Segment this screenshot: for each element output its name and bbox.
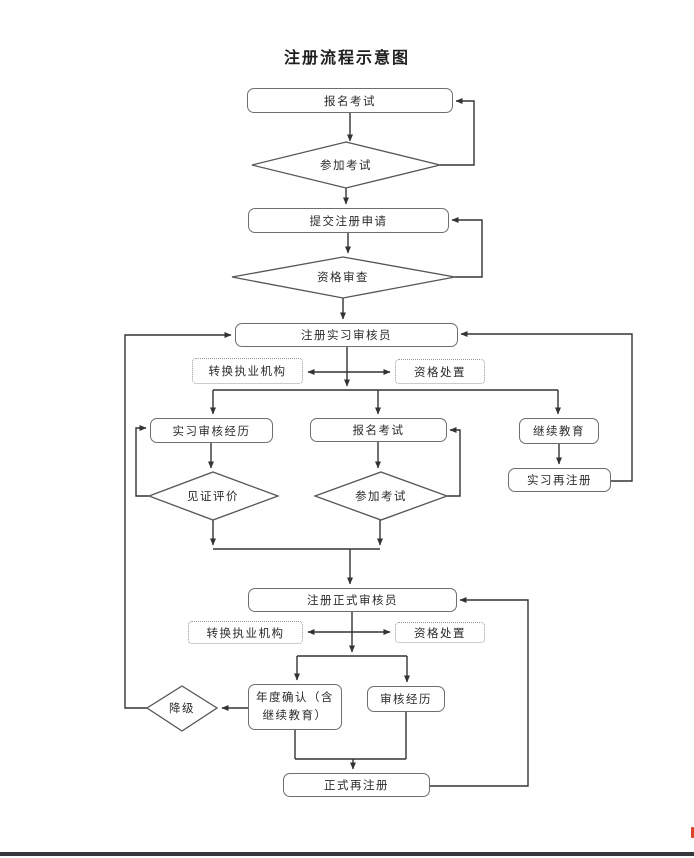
diamond-qualification-review — [231, 256, 456, 299]
connector-lines — [124, 98, 633, 787]
node-label: 报名考试 — [352, 425, 405, 437]
node-label: 转换执业机构 — [208, 366, 287, 378]
node-label: 继续教育 — [533, 426, 585, 438]
node-label: 转换执业机构 — [206, 627, 285, 640]
node-label: 注册实习审核员 — [301, 330, 392, 342]
node-formal-re-registration: 正式再注册 — [283, 773, 430, 797]
node-label: 年度确认（含继续教育） — [256, 691, 334, 722]
edge-internrereg-loop — [460, 331, 633, 482]
node-qualification-review-decision: 资格审查 — [317, 272, 369, 284]
page-title: 注册流程示意图 — [283, 50, 410, 67]
node-label: 审核经历 — [380, 694, 432, 706]
node-annual-confirmation: 年度确认（含继续教育） — [248, 684, 342, 730]
node-intern-re-registration: 实习再注册 — [508, 468, 611, 492]
decision-diamonds — [145, 141, 456, 732]
node-continuing-education: 继续教育 — [519, 418, 599, 444]
node-label: 资格处置 — [414, 366, 466, 379]
edge-review-loop — [451, 217, 483, 278]
node-transfer-practice-org-2: 转换执业机构 — [188, 621, 303, 644]
diamond-witness-evaluation — [147, 471, 280, 521]
edge-formalrereg-loop — [430, 597, 529, 787]
node-label: 实习审核经历 — [172, 425, 251, 438]
node-label: 资格处置 — [414, 627, 466, 640]
edge-takeexam2-loop — [447, 427, 461, 497]
node-downgrade-decision: 降级 — [169, 703, 195, 715]
node-label: 注册正式审核员 — [307, 595, 398, 607]
page-bottom-rule — [0, 852, 694, 856]
edge-takeexam1-loop — [440, 98, 475, 166]
node-register-for-exam-2: 报名考试 — [310, 418, 447, 442]
node-take-exam-decision-2: 参加考试 — [355, 491, 407, 503]
node-audit-experience: 审核经历 — [367, 686, 445, 712]
diamond-take-exam-2 — [313, 471, 449, 521]
node-label: 报名考试 — [324, 95, 376, 108]
diamond-take-exam-1 — [251, 141, 441, 189]
node-submit-registration-application: 提交注册申请 — [248, 208, 449, 233]
node-qualification-disposal-2: 资格处置 — [395, 622, 485, 643]
node-intern-audit-experience: 实习审核经历 — [150, 418, 273, 443]
node-register-intern-auditor: 注册实习审核员 — [235, 323, 458, 347]
edge-downgrade-loop — [124, 332, 232, 709]
node-transfer-practice-org-1: 转换执业机构 — [192, 358, 303, 384]
node-label: 提交注册申请 — [309, 215, 388, 228]
node-register-formal-auditor: 注册正式审核员 — [248, 588, 457, 612]
edge-witness-loop — [135, 425, 149, 497]
node-qualification-disposal-1: 资格处置 — [395, 359, 485, 384]
red-edge-mark — [691, 827, 694, 838]
node-witness-evaluation-decision: 见证评价 — [187, 491, 239, 503]
diamond-downgrade — [145, 685, 219, 732]
node-take-exam-decision-1: 参加考试 — [320, 160, 372, 172]
node-label: 实习再注册 — [527, 475, 592, 487]
node-label: 正式再注册 — [324, 780, 389, 792]
node-register-for-exam-1: 报名考试 — [247, 88, 453, 113]
